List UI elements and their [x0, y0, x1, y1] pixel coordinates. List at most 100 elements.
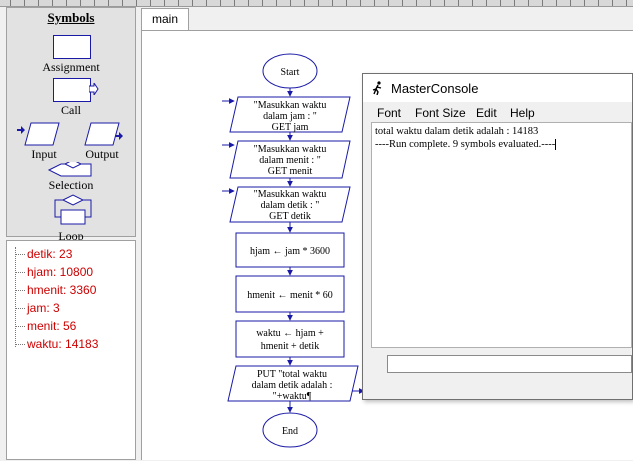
- ruler-tick: [192, 0, 193, 6]
- ruler-tick: [584, 0, 585, 6]
- menu-edit[interactable]: Edit: [476, 106, 497, 120]
- input-line: GET menit: [268, 166, 313, 177]
- assign-block-hjam: [235, 232, 345, 268]
- input-line: dalam detik : ": [261, 200, 320, 211]
- top-ruler: [0, 0, 633, 7]
- ruler-tick: [38, 0, 39, 6]
- menu-help[interactable]: Help: [510, 106, 535, 120]
- ruler-tick: [136, 0, 137, 6]
- input-block-detik: [229, 186, 351, 223]
- input-line: "Masukkan waktu: [254, 144, 327, 155]
- input-symbol[interactable]: [17, 121, 63, 147]
- flowchart: Start "Masukkan waktu dalam jam : " GET …: [222, 53, 365, 448]
- input-line: GET jam: [272, 122, 309, 133]
- tab-main[interactable]: main: [141, 8, 189, 30]
- call-arrow-icon: [89, 83, 99, 95]
- console-line: total waktu dalam detik adalah : 14183: [375, 126, 539, 137]
- variable-item[interactable]: hmenit: 3360: [15, 283, 96, 297]
- start-label: Start: [281, 67, 300, 78]
- ruler-tick: [444, 0, 445, 6]
- symbols-title: Symbols: [47, 10, 95, 25]
- selection-label: Selection: [48, 178, 94, 192]
- console-titlebar[interactable]: MasterConsole: [363, 74, 632, 102]
- ruler-tick: [570, 0, 571, 6]
- start-terminal: [262, 53, 318, 89]
- ruler-tick: [402, 0, 403, 6]
- output-line: "+waktu¶: [273, 391, 312, 402]
- assign-line: hjam ← jam * 3600: [250, 246, 330, 257]
- variable-text: detik: 23: [27, 247, 73, 261]
- ruler-tick: [612, 0, 613, 6]
- menu-font-size[interactable]: Font Size: [415, 106, 466, 120]
- assign-line: hmenit ← menit * 60: [247, 290, 333, 301]
- selection-symbol[interactable]: [47, 162, 97, 178]
- output-line: dalam detik adalah :: [252, 380, 333, 391]
- console-line: ----Run complete. 9 symbols evaluated.--…: [375, 139, 556, 150]
- input-line: "Masukkan waktu: [254, 100, 327, 111]
- input-line: "Masukkan waktu: [254, 189, 327, 200]
- call-symbol[interactable]: [53, 78, 91, 102]
- console-input-field[interactable]: [387, 355, 632, 373]
- output-label: Output: [85, 147, 119, 161]
- master-console-window[interactable]: MasterConsole Font Font Size Edit Help t…: [362, 73, 633, 400]
- tree-line: [15, 247, 17, 347]
- ruler-tick: [248, 0, 249, 6]
- ruler-tick: [472, 0, 473, 6]
- ruler-tick: [108, 0, 109, 6]
- ruler-tick: [80, 0, 81, 6]
- end-terminal: [262, 412, 318, 448]
- text-cursor: [555, 139, 557, 151]
- ruler-tick: [556, 0, 557, 6]
- loop-symbol[interactable]: [47, 194, 97, 230]
- ruler-tick: [542, 0, 543, 6]
- variable-item[interactable]: menit: 56: [15, 319, 76, 333]
- ruler-tick: [178, 0, 179, 6]
- variable-text: hjam: 10800: [27, 265, 94, 279]
- variable-text: waktu: 14183: [27, 337, 99, 351]
- ruler-tick: [94, 0, 95, 6]
- ruler-tick: [164, 0, 165, 6]
- variable-item[interactable]: hjam: 10800: [15, 265, 93, 279]
- console-title: MasterConsole: [391, 81, 479, 96]
- output-line: PUT "total waktu: [257, 369, 327, 380]
- ruler-tick: [500, 0, 501, 6]
- variables-panel: detik: 23 hjam: 10800 hmenit: 3360 jam: …: [6, 240, 136, 460]
- input-line: dalam menit : ": [259, 155, 321, 166]
- assignment-label: Assignment: [42, 60, 100, 74]
- ruler-tick: [598, 0, 599, 6]
- end-label: End: [282, 426, 298, 437]
- assign-line: hmenit + detik: [261, 341, 319, 352]
- loop-label: Loop: [58, 229, 84, 243]
- ruler-tick: [388, 0, 389, 6]
- input-label: Input: [31, 147, 57, 161]
- menu-font[interactable]: Font: [377, 106, 402, 120]
- ruler-tick: [66, 0, 67, 6]
- ruler-tick: [52, 0, 53, 6]
- call-label: Call: [61, 103, 81, 117]
- variable-item[interactable]: waktu: 14183: [15, 337, 98, 351]
- assign-block-hmenit: [235, 275, 345, 313]
- ruler-tick: [122, 0, 123, 6]
- running-man-icon: [372, 81, 382, 95]
- console-menubar: Font Font Size Edit Help: [363, 102, 632, 122]
- variable-text: jam: 3: [27, 301, 60, 315]
- ruler-tick: [374, 0, 375, 6]
- assign-block-waktu: [235, 320, 345, 358]
- output-symbol[interactable]: [81, 121, 127, 147]
- ruler-tick: [416, 0, 417, 6]
- ruler-tick: [514, 0, 515, 6]
- assignment-symbol[interactable]: [53, 35, 91, 59]
- ruler-tick: [304, 0, 305, 6]
- input-line: dalam jam : ": [263, 111, 317, 122]
- assign-line: waktu ← hjam +: [256, 328, 324, 339]
- ruler-tick: [318, 0, 319, 6]
- ruler-tick: [150, 0, 151, 6]
- console-output[interactable]: total waktu dalam detik adalah : 14183 -…: [371, 122, 632, 348]
- variable-text: hmenit: 3360: [27, 283, 97, 297]
- ruler-tick: [528, 0, 529, 6]
- ruler-tick: [346, 0, 347, 6]
- variable-item[interactable]: jam: 3: [15, 301, 60, 315]
- variable-item[interactable]: detik: 23: [15, 247, 72, 261]
- ruler-tick: [262, 0, 263, 6]
- ruler-tick: [276, 0, 277, 6]
